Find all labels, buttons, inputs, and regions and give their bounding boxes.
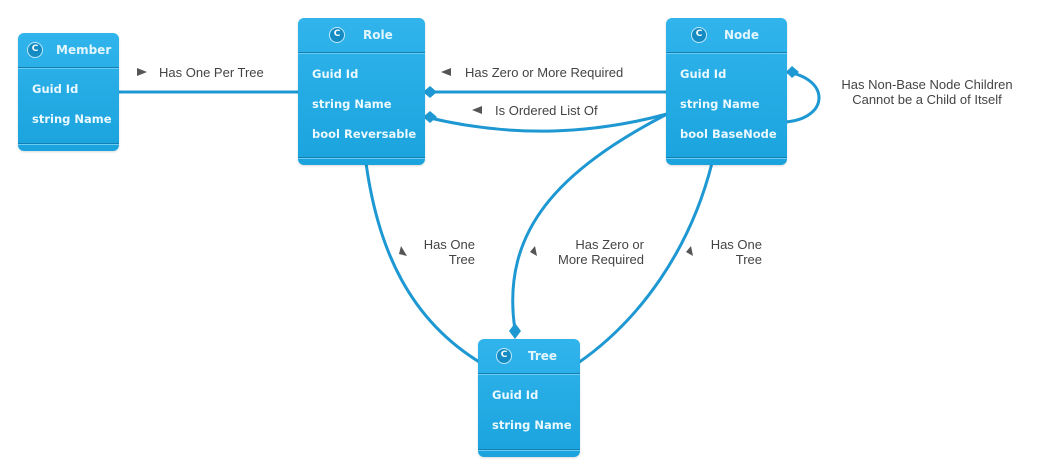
class-member[interactable]: C Member Guid Id string Name <box>18 33 119 151</box>
diamond-role-ordered <box>423 111 437 123</box>
label-node-tree-line2: Tree <box>736 252 762 267</box>
direction-arrow-left-icon <box>441 68 451 76</box>
label-role-tree-line2: Tree <box>449 252 475 267</box>
divider <box>18 143 119 145</box>
direction-arrow-down-icon <box>530 246 537 256</box>
label-node-tree-line1: Has One <box>711 237 762 252</box>
attribute-name: string Name <box>680 97 760 111</box>
divider <box>666 157 787 159</box>
label-member-role: Has One Per Tree <box>159 65 264 80</box>
class-node[interactable]: C Node Guid Id string Name bool BaseNode <box>666 18 787 165</box>
label-node-tree-required-line1: Has Zero or <box>575 237 644 252</box>
class-header: C Member <box>18 33 119 67</box>
direction-arrow-left-icon <box>472 106 482 114</box>
attribute-name: string Name <box>312 97 392 111</box>
divider <box>298 157 425 159</box>
class-header: C Tree <box>478 339 580 373</box>
attribute-reversable: bool Reversable <box>312 127 417 141</box>
label-node-role-required: Has Zero or More Required <box>465 65 623 80</box>
attribute-basenode: bool BaseNode <box>680 127 777 141</box>
class-title: Tree <box>528 349 558 363</box>
class-header: C Role <box>298 18 425 52</box>
class-icon: C <box>329 27 345 43</box>
divider <box>666 52 787 54</box>
class-tree[interactable]: C Tree Guid Id string Name <box>478 339 580 457</box>
attribute-id: Guid Id <box>680 67 727 81</box>
divider <box>298 52 425 54</box>
class-role[interactable]: C Role Guid Id string Name bool Reversab… <box>298 18 425 165</box>
divider <box>478 449 580 451</box>
edge-node-tree <box>577 162 714 365</box>
label-node-role-ordered: Is Ordered List Of <box>495 103 598 118</box>
direction-arrow-right-icon <box>137 68 147 76</box>
attribute-id: Guid Id <box>32 82 79 96</box>
attribute-name: string Name <box>492 418 572 432</box>
diamond-node-self <box>786 66 799 78</box>
direction-arrow-down-icon <box>399 246 407 256</box>
attribute-name: string Name <box>32 112 112 126</box>
class-title: Node <box>724 28 760 42</box>
edge-node-self <box>785 70 821 124</box>
attribute-id: Guid Id <box>492 388 539 402</box>
edge-node-tree-required <box>511 112 668 331</box>
divider <box>18 67 119 69</box>
diamond-role-required <box>423 86 437 98</box>
label-node-tree-required-line2: More Required <box>558 252 644 267</box>
class-header: C Node <box>666 18 787 52</box>
class-title: Member <box>56 43 112 57</box>
class-icon: C <box>27 42 43 58</box>
direction-arrow-down-icon <box>686 246 693 256</box>
class-icon: C <box>691 27 707 43</box>
class-icon: C <box>496 348 512 364</box>
label-node-self-line1: Has Non-Base Node Children <box>841 77 1012 92</box>
edge-role-node-ordered <box>425 112 668 133</box>
label-role-tree-line1: Has One <box>424 237 475 252</box>
edge-role-tree <box>364 162 482 365</box>
class-title: Role <box>363 28 393 42</box>
diamond-tree-required <box>509 323 521 339</box>
attribute-id: Guid Id <box>312 67 359 81</box>
divider <box>478 373 580 375</box>
label-node-self-line2: Cannot be a Child of Itself <box>852 92 1002 107</box>
